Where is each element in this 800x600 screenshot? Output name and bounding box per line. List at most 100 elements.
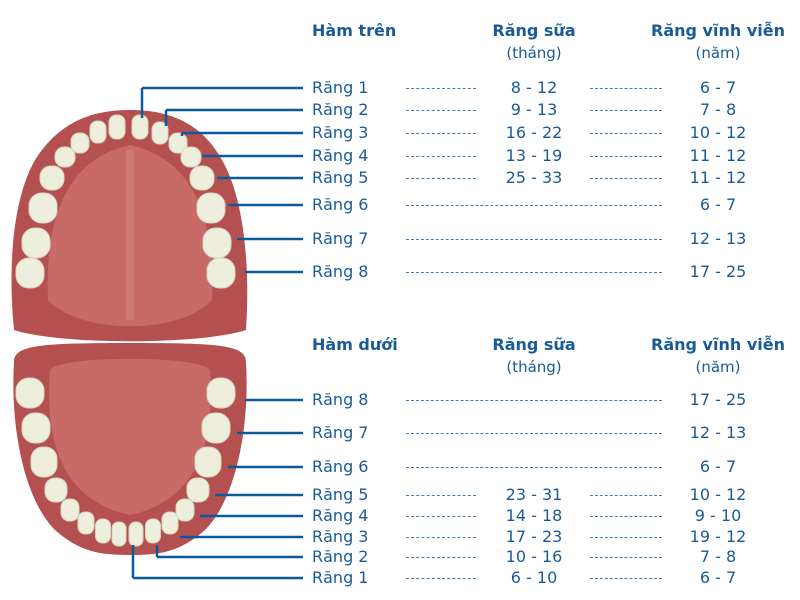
permanent-eruption-age: 12 - 13 xyxy=(689,423,747,442)
permanent-eruption-age: 9 - 10 xyxy=(694,506,742,525)
permanent-eruption-age: 11 - 12 xyxy=(689,168,747,187)
tooth xyxy=(108,114,126,140)
lower-primary-header: Răng sữa xyxy=(492,335,576,354)
dotted-leader xyxy=(590,133,662,134)
teeth xyxy=(15,114,236,547)
dotted-leader xyxy=(590,178,662,179)
permanent-eruption-age: 10 - 12 xyxy=(689,485,747,504)
tooth xyxy=(168,132,188,154)
primary-eruption-age: 14 - 18 xyxy=(505,506,563,525)
upper-primary-header: Răng sữa xyxy=(492,21,576,40)
dotted-leader xyxy=(406,110,476,111)
dotted-leader xyxy=(406,495,476,496)
tooth xyxy=(206,257,236,289)
upper-jaw xyxy=(11,110,248,342)
permanent-eruption-age: 17 - 25 xyxy=(689,262,747,281)
primary-eruption-age: 10 - 16 xyxy=(505,547,563,566)
tooth xyxy=(201,412,231,444)
tooth-label: Răng 8 xyxy=(312,262,369,281)
tooth xyxy=(151,121,169,145)
tooth-label: Răng 3 xyxy=(312,123,369,142)
primary-eruption-age: 17 - 23 xyxy=(505,527,563,546)
tooth xyxy=(175,498,195,522)
tooth-label: Răng 3 xyxy=(312,527,369,546)
tooth-label: Răng 2 xyxy=(312,547,369,566)
dotted-leader xyxy=(590,156,662,157)
tooth-label: Răng 4 xyxy=(312,506,369,525)
tooth xyxy=(30,446,58,478)
primary-eruption-age: 6 - 10 xyxy=(510,568,558,587)
upper-permanent-unit: (năm) xyxy=(695,44,741,62)
dotted-leader xyxy=(406,537,476,538)
permanent-eruption-age: 6 - 7 xyxy=(699,568,737,587)
dotted-leader xyxy=(590,578,662,579)
tooth-label: Răng 7 xyxy=(312,423,369,442)
tooth xyxy=(44,477,68,503)
tooth-label: Răng 8 xyxy=(312,390,369,409)
permanent-eruption-age: 7 - 8 xyxy=(699,547,737,566)
tooth xyxy=(15,377,45,409)
dotted-leader xyxy=(406,467,662,468)
lower-permanent-header: Răng vĩnh viễn xyxy=(651,335,785,354)
tooth xyxy=(77,511,95,535)
tooth xyxy=(202,227,232,259)
lower-permanent-unit: (năm) xyxy=(695,358,741,376)
tooth-label: Răng 1 xyxy=(312,78,369,97)
tooth xyxy=(180,146,202,168)
primary-eruption-age: 8 - 12 xyxy=(510,78,558,97)
leader-lines xyxy=(131,86,303,580)
tooth xyxy=(60,498,80,522)
tooth-label: Răng 5 xyxy=(312,485,369,504)
permanent-eruption-age: 17 - 25 xyxy=(689,390,747,409)
lower-title: Hàm dưới xyxy=(312,335,398,354)
dotted-leader xyxy=(406,133,476,134)
tooth xyxy=(54,146,76,168)
permanent-eruption-age: 19 - 12 xyxy=(689,527,747,546)
tooth-label: Răng 5 xyxy=(312,168,369,187)
permanent-eruption-age: 6 - 7 xyxy=(699,195,737,214)
tooth-label: Răng 2 xyxy=(312,100,369,119)
permanent-eruption-age: 11 - 12 xyxy=(689,146,747,165)
tooth xyxy=(131,114,149,140)
dotted-leader xyxy=(406,516,476,517)
dotted-leader xyxy=(406,88,476,89)
tooth xyxy=(145,518,161,544)
tooth xyxy=(95,518,111,544)
primary-eruption-age: 13 - 19 xyxy=(505,146,563,165)
upper-title: Hàm trên xyxy=(312,21,397,40)
tooth xyxy=(128,521,144,547)
tooth-label: Răng 4 xyxy=(312,146,369,165)
tooth-label: Răng 1 xyxy=(312,568,369,587)
tooth xyxy=(111,521,127,547)
tooth-label: Răng 6 xyxy=(312,195,369,214)
tooth xyxy=(206,377,236,409)
tooth xyxy=(21,227,51,259)
permanent-eruption-age: 6 - 7 xyxy=(699,457,737,476)
permanent-eruption-age: 7 - 8 xyxy=(699,100,737,119)
tooth xyxy=(161,511,179,535)
tooth xyxy=(28,192,58,224)
dotted-leader xyxy=(406,205,662,206)
primary-eruption-age: 25 - 33 xyxy=(505,168,563,187)
dotted-leader xyxy=(406,239,662,240)
tooth xyxy=(15,257,45,289)
tooth-label: Răng 6 xyxy=(312,457,369,476)
permanent-eruption-age: 12 - 13 xyxy=(689,229,747,248)
dotted-leader xyxy=(590,495,662,496)
tooth xyxy=(189,165,215,191)
dotted-leader xyxy=(406,578,476,579)
tooth-label: Răng 7 xyxy=(312,229,369,248)
dotted-leader xyxy=(406,272,662,273)
dotted-leader xyxy=(590,110,662,111)
dotted-leader xyxy=(406,400,662,401)
dotted-leader xyxy=(590,537,662,538)
dotted-leader xyxy=(590,557,662,558)
dotted-leader xyxy=(406,433,662,434)
tooth xyxy=(194,446,222,478)
dotted-leader xyxy=(590,516,662,517)
primary-eruption-age: 16 - 22 xyxy=(505,123,563,142)
dotted-leader xyxy=(406,156,476,157)
lower-primary-unit: (tháng) xyxy=(506,358,562,376)
dotted-leader xyxy=(406,178,476,179)
